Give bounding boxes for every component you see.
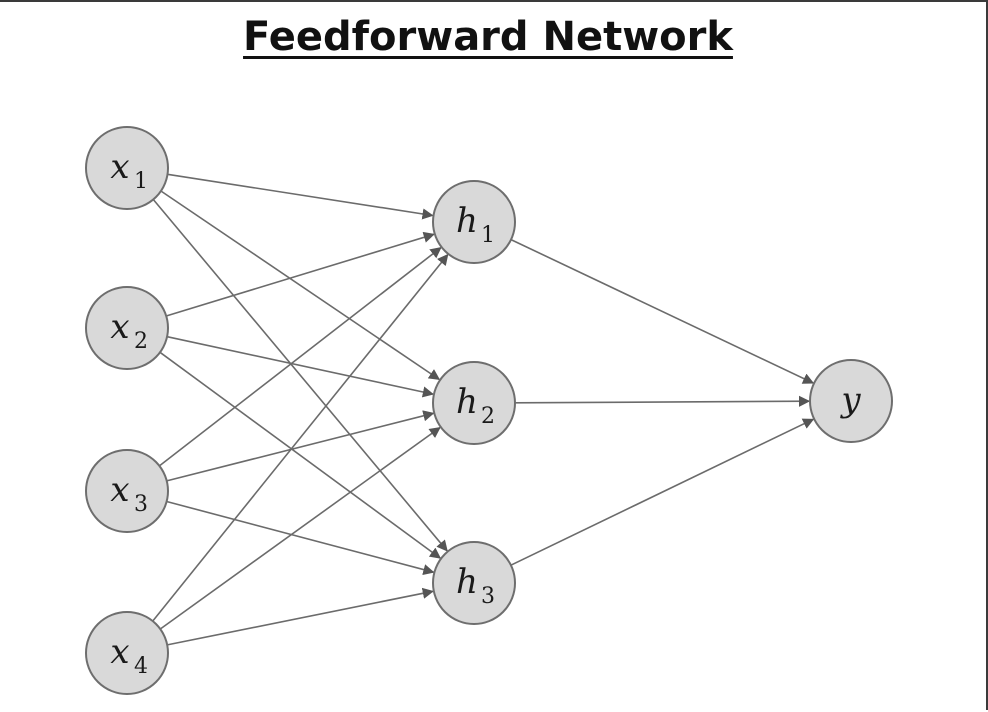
node-circle-x3 bbox=[85, 449, 169, 533]
edges-group bbox=[152, 173, 815, 646]
edge-h3-y bbox=[510, 418, 815, 566]
edge-x1-h3 bbox=[152, 198, 448, 552]
node-subscript-x2: 2 bbox=[134, 329, 148, 354]
edge-x4-h1 bbox=[152, 253, 449, 622]
node-label-h2: h bbox=[456, 382, 478, 422]
edge-x3-h3 bbox=[166, 500, 435, 576]
edge-x1-h2 bbox=[160, 190, 441, 381]
node-subscript-h1: 1 bbox=[481, 223, 495, 248]
node-subscript-x3: 3 bbox=[134, 492, 148, 517]
node-subscript-x4: 4 bbox=[134, 654, 148, 679]
node-circle-x2 bbox=[85, 286, 169, 370]
node-circle-x1 bbox=[85, 126, 169, 210]
node-circle-h2 bbox=[432, 361, 516, 445]
node-circle-x4 bbox=[85, 611, 169, 695]
node-y: y bbox=[809, 359, 893, 443]
node-label-h3: h bbox=[456, 562, 478, 602]
edge-x3-h1 bbox=[158, 247, 442, 467]
node-circle-h3 bbox=[432, 541, 516, 625]
node-label-x3: x bbox=[110, 470, 129, 510]
node-label-x4: x bbox=[110, 632, 129, 672]
edge-x4-h3 bbox=[167, 587, 434, 646]
edge-x1-h1 bbox=[167, 173, 434, 220]
diagram-title: Feedforward Network bbox=[243, 14, 733, 60]
node-circle-y bbox=[809, 359, 893, 443]
node-subscript-h3: 3 bbox=[481, 584, 495, 609]
node-subscript-x1: 1 bbox=[134, 169, 148, 194]
edge-x2-h3 bbox=[159, 351, 442, 559]
edge-x2-h1 bbox=[165, 231, 435, 317]
node-label-h1: h bbox=[456, 201, 478, 241]
node-label-y: y bbox=[839, 380, 861, 420]
edge-h2-y bbox=[514, 395, 811, 407]
edge-x4-h2 bbox=[159, 426, 441, 630]
node-circle-h1 bbox=[432, 180, 516, 264]
edge-x3-h2 bbox=[166, 410, 435, 482]
node-subscript-h2: 2 bbox=[481, 404, 495, 429]
edge-h1-y bbox=[510, 238, 815, 384]
node-label-x1: x bbox=[110, 147, 129, 187]
edge-x2-h2 bbox=[166, 335, 434, 398]
node-label-x2: x bbox=[110, 307, 129, 347]
